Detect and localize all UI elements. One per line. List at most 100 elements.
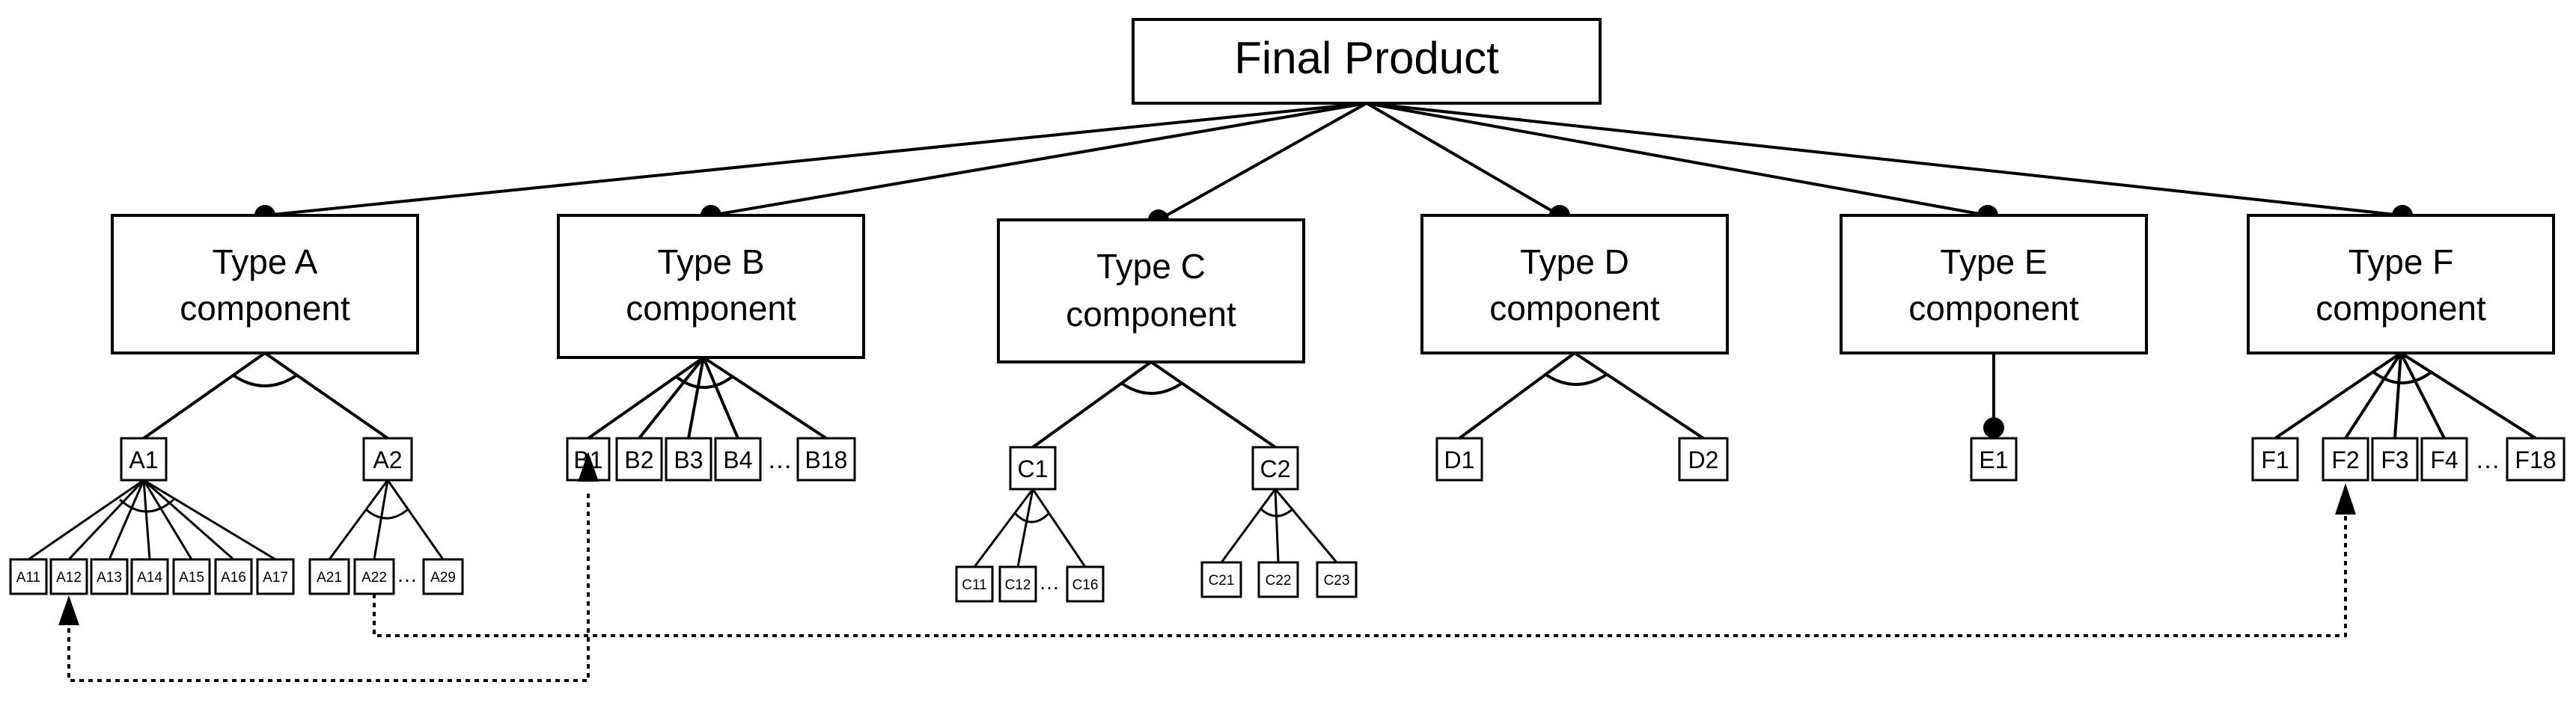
node-D2-label: D2 [1688,446,1719,473]
node-A12-box [49,558,88,595]
edge-A1-A15 [142,479,193,560]
node-C22-box [1257,561,1299,598]
node-F18-label: F18 [2515,446,2556,473]
edge-typeF-F18 [2399,352,2537,440]
node-C22-label: C22 [1266,573,1292,589]
edge-root-typeE [1366,102,1989,217]
node-A29-label: A29 [430,570,456,586]
node-A29-box [422,558,464,595]
edge-typeB-B3 [687,357,705,439]
type-b-sublabel: component [626,289,796,328]
node-A2-label: A2 [373,446,402,473]
edge-A2-A22 [373,479,389,560]
edge-C2-C22 [1274,488,1280,563]
alternative-arc-typeA [232,374,298,387]
type-f-box [2247,214,2555,354]
root-node: Final Product [1132,18,1602,105]
ellipsis-F: … [2475,446,2500,474]
type-e-label: Type E [1940,242,2047,281]
ellipsis-A2: … [397,563,418,586]
edge-typeB-B1 [587,356,705,440]
type-d-node: Type D component [1420,214,1729,354]
node-F2-label: F2 [2331,446,2359,473]
type-b-box [557,214,865,359]
type-b-subtree: B1 B2 B3 B4 … B18 [566,356,856,482]
or-arc-C2 [1259,507,1295,518]
edge-C1-C11 [973,488,1034,568]
node-A22-box [353,558,395,595]
type-f-subtree: F1 F2 F3 F4 … F18 [2251,352,2566,482]
node-A17-box [256,558,295,595]
edge-typeF-F1 [2274,352,2402,440]
node-A11-label: A11 [16,570,40,586]
edge-A1-A13 [108,479,145,560]
or-arc-typeB [675,375,733,389]
type-c-label: Type C [1096,247,1206,286]
root-box [1132,18,1602,105]
node-A21-label: A21 [317,570,342,586]
edge-C1-C16 [1031,488,1087,568]
node-C1-box [1009,446,1057,491]
node-A13-box [90,558,129,595]
type-c-box [997,218,1305,363]
edge-typeC-C2 [1150,360,1277,449]
type-a-box [111,214,419,354]
node-C11-label: C11 [962,577,986,593]
edge-A1-A17 [143,479,276,561]
edge-root-typeA [264,102,1367,217]
node-E1-box [1970,437,2018,482]
node-C21-label: C21 [1209,573,1235,589]
edge-root-typeB [710,102,1367,217]
type-e-sublabel: component [1908,289,2079,328]
edge-A1-A11 [28,479,144,561]
node-B4-label: B4 [723,446,752,473]
type-b-node: Type B component [557,214,865,359]
or-arc-A1 [119,498,174,513]
edge-A2-A21 [328,479,389,560]
edge-C1-C12 [1016,488,1034,568]
ellipsis-C1: … [1039,571,1060,594]
node-F18-box [2506,437,2566,482]
type-e-box [1840,214,2148,354]
node-A1-label: A1 [129,446,158,473]
edge-A2-A29 [386,479,445,560]
node-C1-label: C1 [1018,455,1049,482]
node-F4-label: F4 [2430,446,2458,473]
type-d-subtree: D1 D2 [1435,352,1729,482]
node-F1-box [2251,437,2299,482]
type-d-label: Type D [1520,242,1629,281]
edge-typeF-F2 [2344,352,2402,440]
type-a-subtree: A1 A2 A11 A12 A13 A14 A15 A16 A17 A21 [9,352,464,595]
edge-typeD-D1 [1458,352,1576,440]
node-D1-label: D1 [1444,446,1475,473]
type-c-node: Type C component [997,218,1305,363]
node-A16-box [214,558,253,595]
type-c-sublabel: component [1066,295,1236,334]
ellipsis-B: … [767,446,793,474]
node-F4-box [2420,437,2468,482]
node-B4-box [714,437,762,482]
arrowhead-A12 [58,595,79,625]
dependency-links [58,452,2356,682]
type-e-node: Type E component [1840,214,2148,354]
edge-typeD-D2 [1573,352,1705,440]
node-F3-box [2371,437,2419,482]
edge-C2-C21 [1220,488,1277,563]
edge-A1-A12 [67,479,145,561]
node-A13-label: A13 [97,570,122,586]
node-C12-label: C12 [1005,577,1031,593]
node-C16-label: C16 [1072,577,1099,593]
node-A22-label: A22 [361,570,387,586]
mandatory-dot-E1 [1983,417,2004,438]
type-c-subtree: C1 C2 C11 C12 … C16 C21 C22 C23 [955,360,1358,603]
node-C16-box [1066,565,1105,603]
edge-typeF-F4 [2399,352,2446,439]
alternative-arc-typeD [1543,372,1609,386]
dependency-link-B1-A12 [67,494,590,682]
edge-A1-A14 [142,479,151,560]
type-a-sublabel: component [180,289,350,328]
type-f-node: Type F component [2247,214,2555,354]
edge-typeB-B4 [702,357,739,439]
node-A15-box [172,558,211,595]
